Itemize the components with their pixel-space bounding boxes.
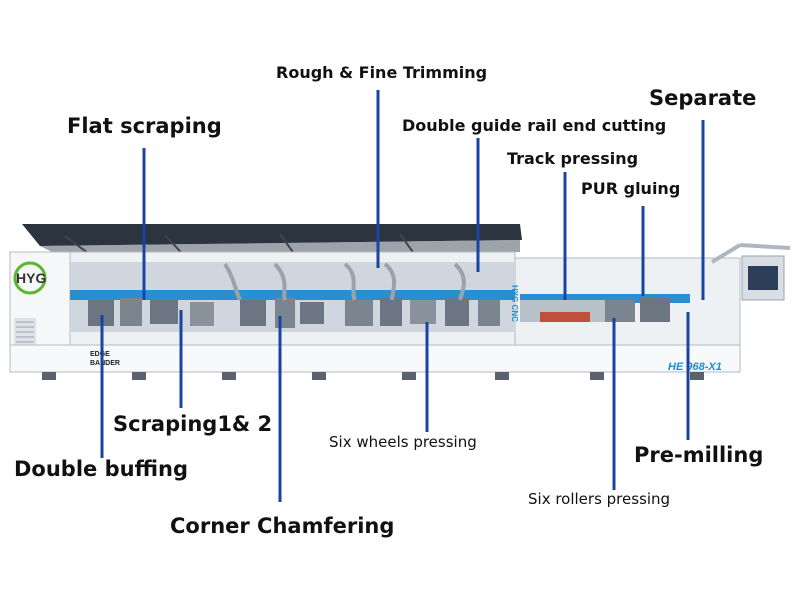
vent-grille <box>14 318 36 350</box>
track-belt <box>540 312 590 322</box>
control-screen <box>748 266 778 290</box>
label-six-wheels-pressing: Six wheels pressing <box>329 433 477 451</box>
pointer-lines <box>100 90 705 502</box>
control-panel <box>710 243 791 301</box>
label-double-buffing: Double buffing <box>14 457 188 481</box>
edge-bander-line2: BANDER <box>90 360 120 367</box>
vacuum-hoses <box>223 262 466 302</box>
tool-units <box>88 298 670 328</box>
machine-base <box>9 344 741 373</box>
model-label: HE 968-X1 <box>668 361 722 373</box>
machine-feet <box>42 372 704 380</box>
label-corner-chamfering: Corner Chamfering <box>170 514 395 538</box>
label-double-guide-rail: Double guide rail end cutting <box>402 116 667 135</box>
machine-top-cover <box>22 224 522 246</box>
edge-bander-line1: EDGE <box>90 351 110 358</box>
label-separate: Separate <box>649 86 757 110</box>
label-flat-scraping: Flat scraping <box>67 114 222 138</box>
label-pur-gluing: PUR gluing <box>581 179 681 198</box>
label-six-rollers-pressing: Six rollers pressing <box>528 490 671 508</box>
cnc-mark: HYG CNC <box>510 285 519 322</box>
label-track-pressing: Track pressing <box>507 149 639 168</box>
hyg-logo: HYG <box>13 261 47 295</box>
label-pre-milling: Pre-milling <box>634 443 764 467</box>
blue-rail-right <box>520 294 690 303</box>
blue-rail <box>70 290 515 300</box>
label-rough-fine-trimming: Rough & Fine Trimming <box>276 63 488 82</box>
logo-text: HYG <box>16 270 46 286</box>
label-scraping-1-2: Scraping1& 2 <box>113 412 273 436</box>
